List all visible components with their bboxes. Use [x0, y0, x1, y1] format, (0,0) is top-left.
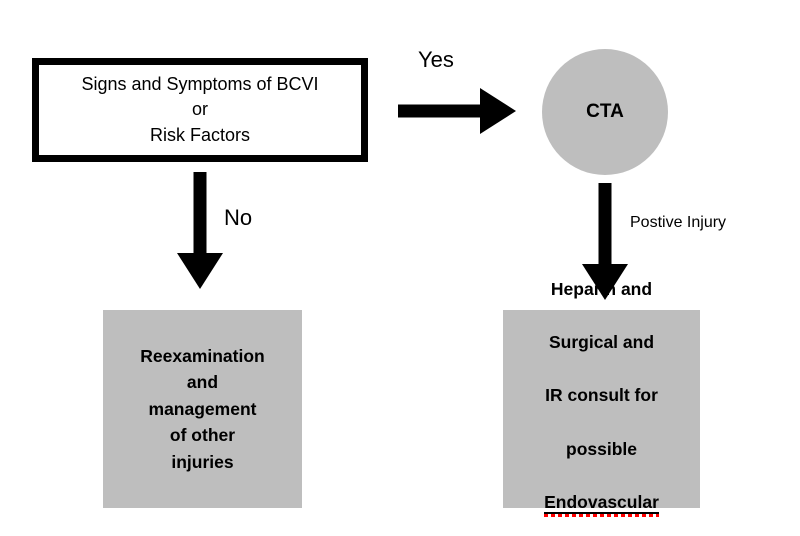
node-treatment-line-4: possible — [566, 438, 637, 459]
arrow-positive-injury-head — [582, 264, 628, 300]
node-reexamination-label: Reexamination and management of other in… — [140, 345, 265, 472]
misspelled-word-endovascular[interactable]: Endovascular — [544, 491, 659, 514]
node-treatment-line-3: IR consult for — [545, 385, 658, 406]
arrow-yes — [398, 88, 516, 134]
arrow-no-head — [177, 253, 223, 289]
node-signs-and-symptoms-label: Signs and Symptoms of BCVI or Risk Facto… — [81, 73, 319, 145]
arrow-yes-head — [480, 88, 516, 134]
node-treatment-line-2: Surgical and — [548, 332, 655, 353]
arrow-positive-injury-shaft — [598, 183, 612, 267]
node-cta-label: CTA — [586, 101, 624, 122]
node-signs-and-symptoms[interactable]: Signs and Symptoms of BCVI or Risk Facto… — [32, 58, 368, 162]
arrow-no — [177, 172, 223, 289]
edge-label-positive-injury: Postive Injury — [630, 214, 727, 231]
edge-label-no: No — [224, 205, 253, 230]
node-treatment-line-1: Heparin and — [550, 279, 653, 300]
node-reexamination[interactable]: Reexamination and management of other in… — [103, 310, 302, 508]
arrow-positive-injury — [582, 183, 628, 300]
node-cta[interactable]: CTA — [542, 49, 668, 175]
node-treatment[interactable]: Heparin and Surgical and IR consult for … — [503, 279, 700, 514]
arrow-no-shaft — [193, 172, 207, 256]
arrow-yes-shaft — [398, 104, 492, 118]
edge-label-yes: Yes — [418, 47, 454, 72]
node-treatment-label: Heparin and Surgical and IR consult for … — [544, 249, 659, 536]
